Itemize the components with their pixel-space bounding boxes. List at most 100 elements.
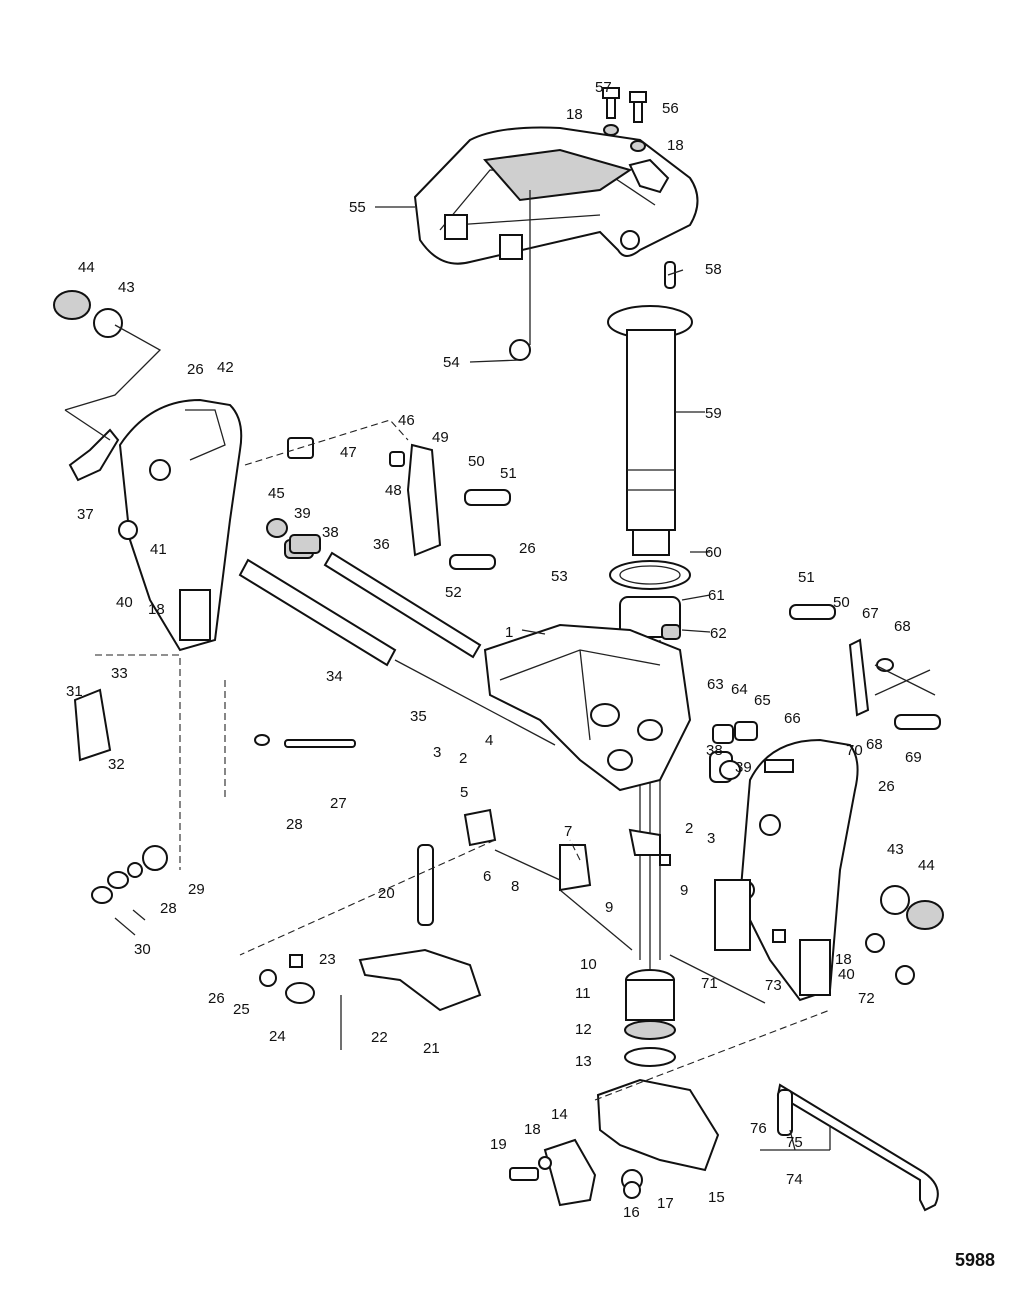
label-9: 9 xyxy=(605,899,613,916)
label-53: 53 xyxy=(551,568,568,585)
rods-and-springs-drawing xyxy=(340,844,939,1212)
label-17: 17 xyxy=(657,1195,674,1212)
label-31: 31 xyxy=(66,683,83,700)
label-18: 18 xyxy=(524,1121,541,1138)
part-drawings xyxy=(53,87,944,1212)
label-46: 46 xyxy=(398,412,415,429)
label-18: 18 xyxy=(148,601,165,618)
label-39: 39 xyxy=(294,505,311,522)
label-20: 20 xyxy=(378,885,395,902)
label-64: 64 xyxy=(731,681,748,698)
label-60: 60 xyxy=(705,544,722,561)
label-1: 1 xyxy=(505,624,513,641)
label-63: 63 xyxy=(707,676,724,693)
label-50: 50 xyxy=(468,453,485,470)
label-66: 66 xyxy=(784,710,801,727)
label-24: 24 xyxy=(269,1028,286,1045)
part-number-labels: 57 56 18 18 55 58 54 44 43 26 42 37 45 4… xyxy=(66,79,935,1221)
label-73: 73 xyxy=(765,977,782,994)
label-11: 11 xyxy=(575,985,591,1002)
label-55: 55 xyxy=(349,199,366,216)
label-42: 42 xyxy=(217,359,234,376)
top-bolts-drawing xyxy=(602,87,647,152)
label-26: 26 xyxy=(187,361,204,378)
label-16: 16 xyxy=(623,1204,640,1221)
label-26: 26 xyxy=(878,778,895,795)
label-51: 51 xyxy=(798,569,815,586)
label-36: 36 xyxy=(373,536,390,553)
leader-lines xyxy=(64,190,936,1151)
label-47: 47 xyxy=(340,444,357,461)
label-15: 15 xyxy=(708,1189,725,1206)
label-18: 18 xyxy=(667,137,684,154)
label-4: 4 xyxy=(485,732,493,749)
label-43: 43 xyxy=(118,279,135,296)
left-clamp-bracket-drawing xyxy=(118,398,243,652)
label-37: 37 xyxy=(77,506,94,523)
label-54: 54 xyxy=(443,354,460,371)
label-18: 18 xyxy=(835,951,852,968)
label-62: 62 xyxy=(710,625,727,642)
label-40: 40 xyxy=(838,966,855,983)
label-3: 3 xyxy=(433,744,441,761)
label-65: 65 xyxy=(754,692,771,709)
label-70: 70 xyxy=(846,742,863,759)
label-74: 74 xyxy=(786,1171,803,1188)
label-27: 27 xyxy=(330,795,347,812)
label-35: 35 xyxy=(410,708,427,725)
label-14: 14 xyxy=(551,1106,568,1123)
label-13: 13 xyxy=(575,1053,592,1070)
label-2: 2 xyxy=(685,820,693,837)
label-76: 76 xyxy=(750,1120,767,1137)
label-23: 23 xyxy=(319,951,336,968)
lower-mount-drawing xyxy=(543,969,720,1207)
label-44: 44 xyxy=(78,259,95,276)
label-52: 52 xyxy=(445,584,462,601)
label-75: 75 xyxy=(786,1134,803,1151)
steering-shaft-drawing xyxy=(607,261,693,980)
label-44: 44 xyxy=(918,857,935,874)
label-38: 38 xyxy=(706,742,723,759)
links-drawing xyxy=(68,428,870,1012)
label-12: 12 xyxy=(575,1021,592,1038)
label-10: 10 xyxy=(580,956,597,973)
label-49: 49 xyxy=(432,429,449,446)
label-48: 48 xyxy=(385,482,402,499)
label-9: 9 xyxy=(680,882,688,899)
label-30: 30 xyxy=(134,941,151,958)
label-56: 56 xyxy=(662,100,679,117)
label-45: 45 xyxy=(268,485,285,502)
label-43: 43 xyxy=(887,841,904,858)
right-clamp-bracket-drawing xyxy=(714,738,859,1002)
label-50: 50 xyxy=(833,594,850,611)
label-68: 68 xyxy=(894,618,911,635)
label-28: 28 xyxy=(160,900,177,917)
label-57: 57 xyxy=(595,79,612,96)
label-41: 41 xyxy=(150,541,167,558)
label-61: 61 xyxy=(708,587,725,604)
label-33: 33 xyxy=(111,665,128,682)
label-67: 67 xyxy=(862,605,879,622)
label-38: 38 xyxy=(322,524,339,541)
label-6: 6 xyxy=(483,868,491,885)
label-40: 40 xyxy=(116,594,133,611)
label-69: 69 xyxy=(905,749,922,766)
label-7: 7 xyxy=(564,823,572,840)
steering-handle-drawing xyxy=(413,126,699,265)
label-32: 32 xyxy=(108,756,125,773)
label-19: 19 xyxy=(490,1136,507,1153)
label-22: 22 xyxy=(371,1029,388,1046)
label-34: 34 xyxy=(326,668,343,685)
label-21: 21 xyxy=(423,1040,440,1057)
label-59: 59 xyxy=(705,405,722,422)
label-58: 58 xyxy=(705,261,722,278)
label-8: 8 xyxy=(511,878,519,895)
label-39: 39 xyxy=(735,759,752,776)
small-hardware-drawing xyxy=(254,339,941,1199)
label-72: 72 xyxy=(858,990,875,1007)
label-18: 18 xyxy=(566,106,583,123)
label-2: 2 xyxy=(459,750,467,767)
knobs-drawing xyxy=(53,290,944,930)
label-28: 28 xyxy=(286,816,303,833)
